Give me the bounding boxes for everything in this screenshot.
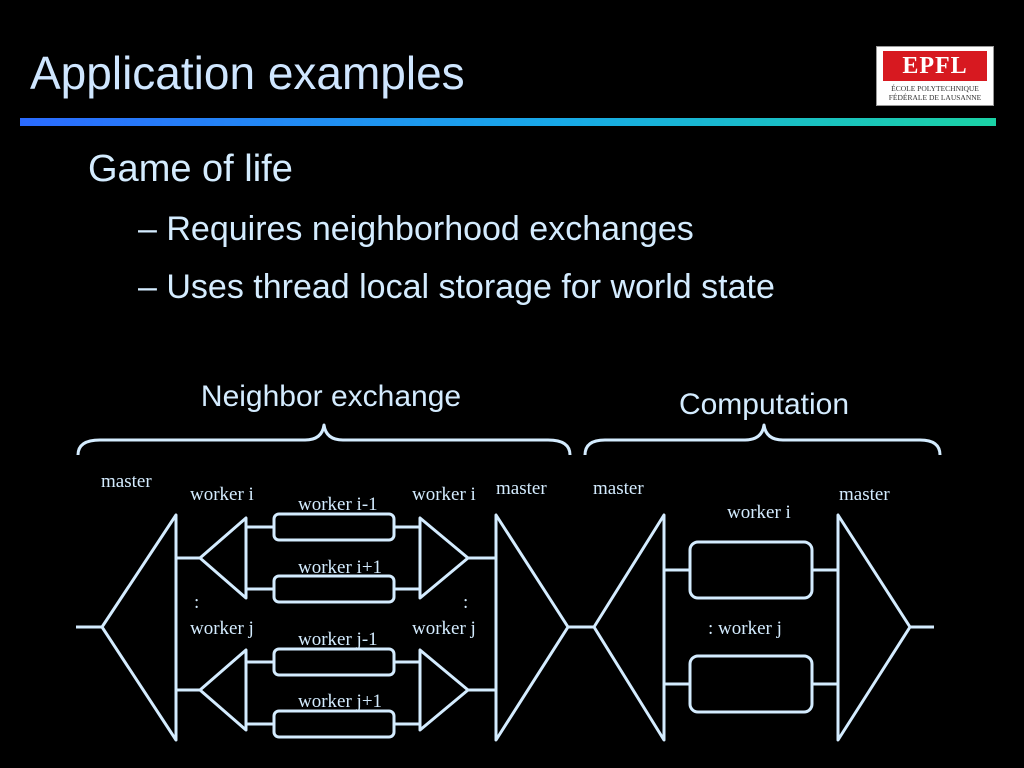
label-master: master — [593, 478, 644, 499]
worker-j-scatter-triangle — [198, 648, 248, 732]
label-worker-i-minus-1: worker i-1 — [298, 494, 378, 515]
label-worker-j: : worker j — [708, 618, 782, 639]
epfl-logo: EPFL ÉCOLE POLYTECHNIQUE FÉDÉRALE DE LAU… — [876, 46, 994, 106]
label-worker-i: worker i — [727, 502, 791, 523]
worker-j-compute-box — [688, 654, 814, 714]
worker-i-plus-1-box — [272, 574, 396, 604]
worker-j-gather-triangle — [418, 648, 470, 732]
slide-title: Application examples — [30, 47, 465, 99]
bullet-neighborhood-exchanges: – Requires neighborhood exchanges — [138, 210, 694, 248]
title-divider — [20, 118, 996, 126]
label-ellipsis: : — [194, 592, 199, 613]
master-scatter-triangle — [100, 513, 178, 742]
brace-computation — [583, 423, 942, 456]
label-neighbor-exchange: Neighbor exchange — [201, 380, 461, 413]
worker-j-minus-1-box — [272, 647, 396, 677]
worker-j-plus-1-box — [272, 709, 396, 739]
label-computation: Computation — [679, 388, 849, 421]
master-gather-triangle — [494, 513, 570, 742]
label-worker-j-minus-1: worker j-1 — [298, 629, 378, 650]
label-worker-i-plus-1: worker i+1 — [298, 557, 382, 578]
logo-line-1: ÉCOLE POLYTECHNIQUE — [891, 84, 979, 93]
logo-line-2: FÉDÉRALE DE LAUSANNE — [888, 93, 982, 102]
label-worker-j: worker j — [412, 618, 476, 639]
worker-i-gather-triangle — [418, 516, 470, 600]
label-master: master — [101, 471, 152, 492]
master-gather-triangle-computation — [836, 513, 912, 742]
bullet-game-of-life: Game of life — [88, 148, 293, 190]
label-master: master — [839, 484, 890, 505]
label-worker-j-plus-1: worker j+1 — [298, 691, 382, 712]
label-master: master — [496, 478, 547, 499]
master-scatter-triangle-computation — [592, 513, 666, 742]
label-worker-i: worker i — [190, 484, 254, 505]
brace-neighbor-exchange — [76, 423, 572, 456]
label-worker-j: worker j — [190, 618, 254, 639]
worker-i-minus-1-box — [272, 512, 396, 542]
label-worker-i: worker i — [412, 484, 476, 505]
logo-mark: EPFL — [883, 51, 987, 81]
bullet-thread-local-storage: – Uses thread local storage for world st… — [138, 268, 775, 306]
label-ellipsis: : — [463, 592, 468, 613]
worker-i-scatter-triangle — [198, 516, 248, 600]
worker-i-compute-box — [688, 540, 814, 600]
